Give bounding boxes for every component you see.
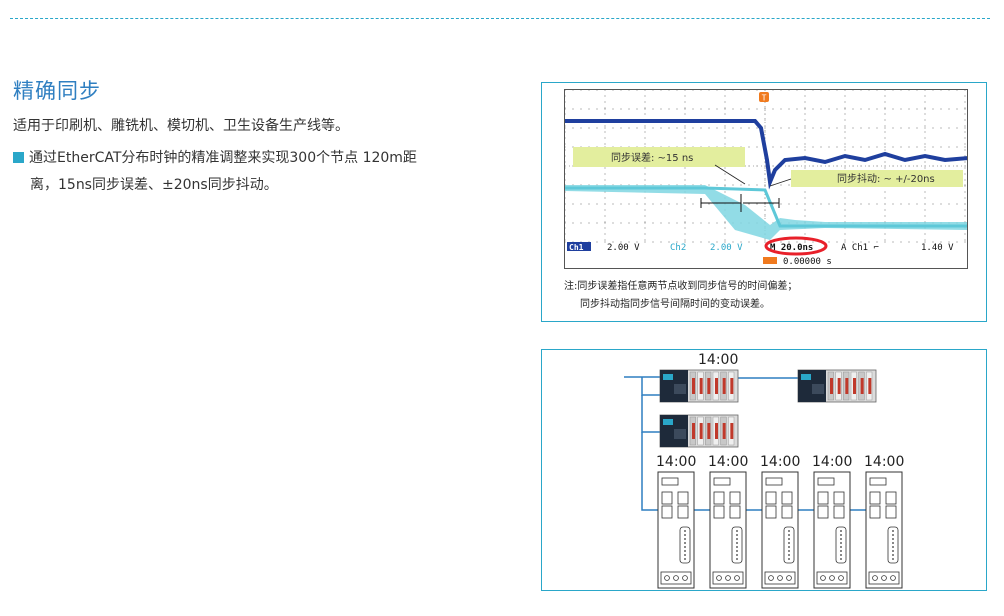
section-subtitle: 适用于印刷机、雕铣机、模切机、卫生设备生产线等。: [13, 118, 349, 134]
ch2-scale: 2.00 V: [710, 243, 743, 253]
bullet-text-line1: 通过EtherCAT分布时钟的精准调整来实现300个节点 120m距: [29, 150, 417, 166]
oscilloscope-plot: T 同步误差: ~15 ns 同步抖动: ~ +/-20ns Ch1 2.00 …: [565, 90, 967, 268]
trigger-marker-icon: [759, 92, 769, 102]
sync-error-label-bg: [573, 147, 745, 167]
servo-drive-4: [813, 471, 851, 589]
oscilloscope-panel: T 同步误差: ~15 ns 同步抖动: ~ +/-20ns Ch1 2.00 …: [541, 82, 987, 322]
timebase-highlight-circle: [764, 236, 828, 256]
sync-jitter-label-bg: [791, 170, 963, 187]
ch2-trace: [565, 186, 967, 228]
plc-node-right: [797, 369, 877, 403]
master-time-label: 14:00: [698, 352, 739, 368]
status-bar-bg: [565, 245, 967, 268]
network-diagram-panel: 14:00 14:00 14:00 14:00 14:00 14:00: [541, 349, 987, 591]
feature-bullet: 通过EtherCAT分布时钟的精准调整来实现300个节点 120m距 离，15n…: [13, 145, 463, 199]
timebase-label: M 20.0ns: [770, 243, 813, 253]
time-offset: 0.00000 s: [783, 257, 832, 267]
servo-drive-5: [865, 471, 903, 589]
ch1-badge: [567, 242, 591, 251]
network-diagram: [624, 369, 903, 589]
drive-time-label-4: 14:00: [812, 454, 853, 470]
drive-time-label-5: 14:00: [864, 454, 905, 470]
note-line2: 同步抖动指同步信号间隔时间的变动误差。: [580, 299, 770, 310]
error-leader-line: [714, 164, 746, 185]
servo-drive-3: [761, 471, 799, 589]
note-line1: 注:同步误差指任意两节点收到同步信号的时间偏差；: [564, 281, 798, 292]
ch2-label: Ch2: [670, 243, 686, 253]
drive-time-label-1: 14:00: [656, 454, 697, 470]
section-title: 精确同步: [13, 79, 101, 103]
offset-marker-icon: [763, 257, 777, 264]
servo-drive-2: [709, 471, 747, 589]
measurement-arrows: [700, 194, 780, 212]
bullet-square-icon: [13, 152, 24, 163]
sync-jitter-label: 同步抖动: ~ +/-20ns: [837, 172, 935, 185]
trigger-level: 1.40 V: [921, 243, 954, 253]
plc-master: [659, 369, 739, 403]
bullet-text-line2: 离，15ns同步误差、±20ns同步抖动。: [30, 177, 278, 193]
drive-time-label-3: 14:00: [760, 454, 801, 470]
servo-drive-1: [657, 471, 695, 589]
jitter-leader-line: [769, 178, 792, 187]
scope-notes: 注:同步误差指任意两节点收到同步信号的时间偏差； 同步抖动指同步信号间隔时间的变…: [564, 278, 797, 314]
ch1-trace: [565, 119, 967, 190]
ch1-label: Ch1: [569, 243, 584, 252]
trigger-source: A Ch1 ⌐: [841, 243, 879, 253]
oscilloscope-screen: T 同步误差: ~15 ns 同步抖动: ~ +/-20ns Ch1 2.00 …: [564, 89, 968, 269]
top-dashed-divider: [10, 18, 990, 19]
sync-error-label: 同步误差: ~15 ns: [611, 151, 693, 164]
plc-node-left: [659, 414, 739, 448]
network-links: [624, 376, 868, 511]
trigger-marker-label: T: [762, 94, 767, 103]
ch1-scale: 2.00 V: [607, 243, 640, 253]
drive-time-label-2: 14:00: [708, 454, 749, 470]
